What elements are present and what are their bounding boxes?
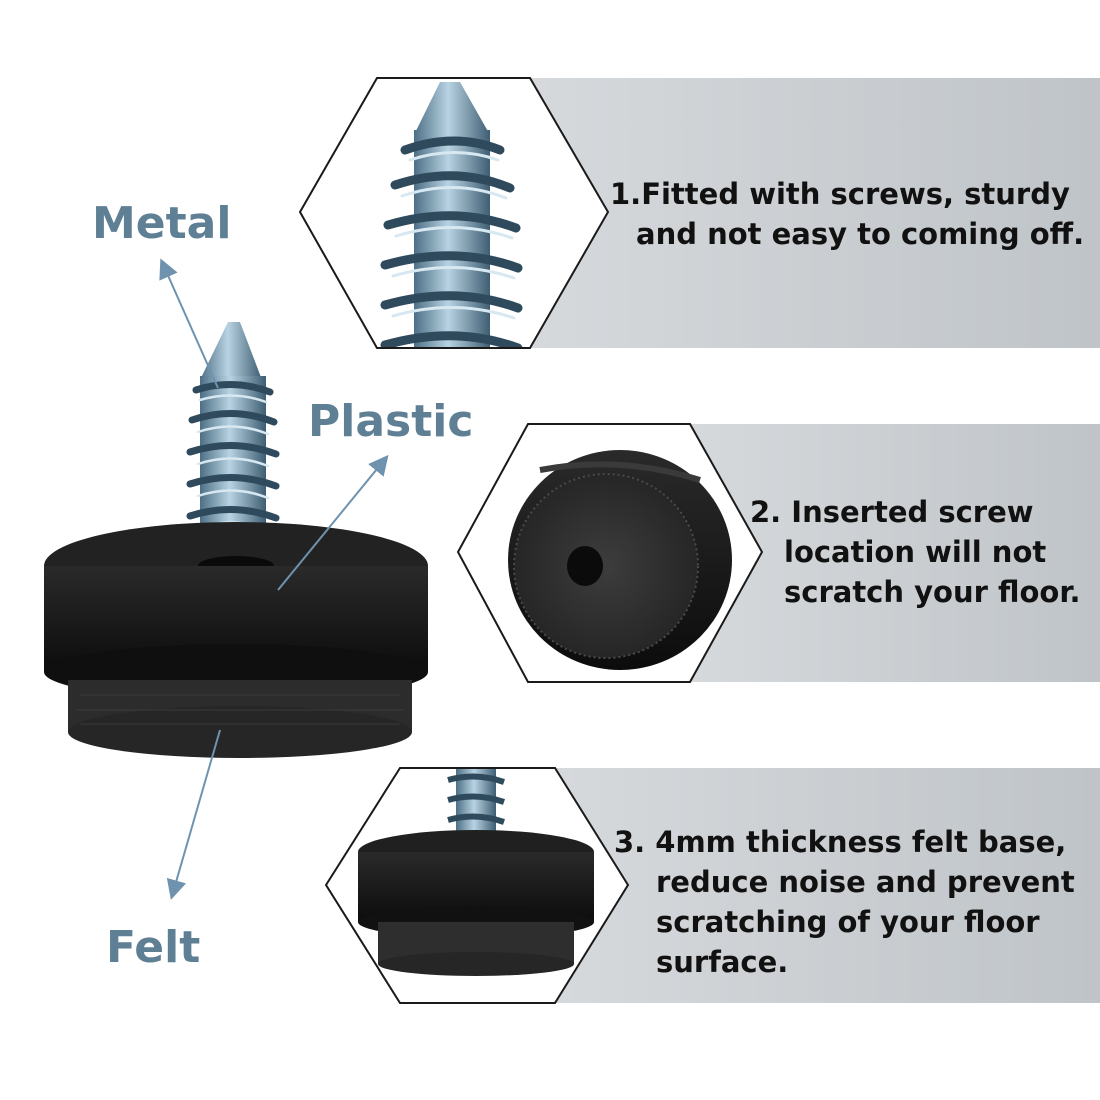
hexagon-side-view [324,767,630,1004]
feature-2-line-2: location will not [784,535,1047,569]
feature-2-line-1: 2. Inserted screw [750,495,1034,529]
feature-1-line-2: and not easy to coming off. [636,217,1085,251]
feature-band-3 [555,768,1100,1003]
feature-3-line-1: 3. 4mm thickness felt base, [614,825,1067,859]
plastic-label: Plastic [308,396,474,447]
feature-3-line-3: scratching of your floor [656,905,1040,939]
felt-arrow [166,729,221,900]
screw-tip [200,322,262,380]
feature-band-1 [530,78,1100,348]
hexagon-screw-closeup [298,77,610,349]
feature-text-1: 1.Fitted with screws, sturdy and not eas… [610,174,1084,254]
feature-text-3: 3. 4mm thickness felt base, reduce noise… [614,822,1075,982]
hexagon-felt-bottom [456,423,764,683]
feature-3-line-4: surface. [656,945,789,979]
felt-label: Felt [106,922,201,973]
feature-3-line-2: reduce noise and prevent [656,865,1075,899]
metal-label: Metal [92,198,232,249]
main-product-pad [44,322,428,758]
plastic-arrow [277,454,389,591]
feature-1-line-1: 1.Fitted with screws, sturdy [610,177,1070,211]
metal-arrow [159,258,219,389]
feature-2-line-3: scratch your floor. [784,575,1081,609]
feature-text-2: 2. Inserted screw location will not scra… [750,492,1081,612]
